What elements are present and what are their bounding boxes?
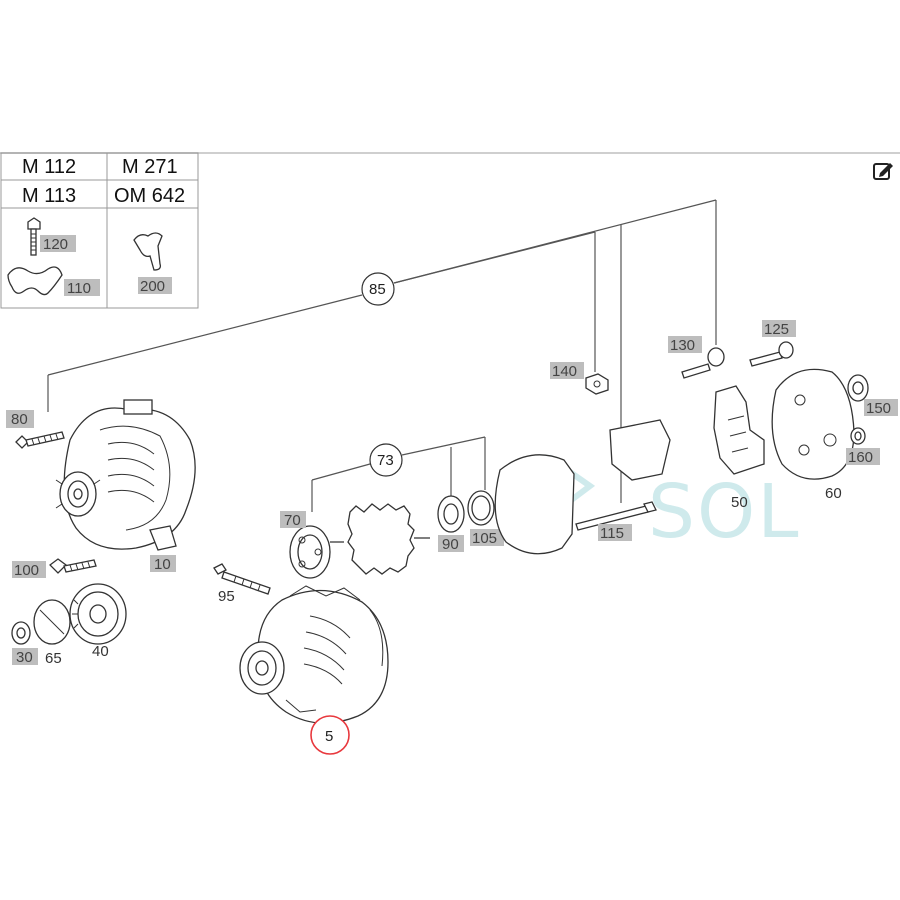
bearing-90-icon <box>437 495 465 533</box>
label-90: 90 <box>442 536 459 553</box>
label-bg-160 <box>846 448 880 465</box>
screw-130-icon <box>681 347 725 379</box>
nut-150-icon <box>847 374 869 402</box>
label-bg-30 <box>12 648 38 665</box>
label-105: 105 <box>472 530 497 547</box>
label-95: 95 <box>218 588 235 605</box>
engine-m112: M 112 <box>22 156 76 178</box>
connector-housing-icon <box>609 419 671 481</box>
label-30: 30 <box>16 649 33 666</box>
alternator-10-illustration <box>55 399 196 551</box>
label-bg-140 <box>550 362 584 379</box>
label-bg-10 <box>150 555 176 572</box>
label-150: 150 <box>866 400 891 417</box>
label-bg-80 <box>6 410 34 428</box>
ring-105-icon <box>467 490 495 526</box>
rear-cover-60-icon <box>771 368 855 480</box>
label-50: 50 <box>731 494 748 511</box>
regulator-50-icon <box>713 385 765 475</box>
label-bg-125 <box>762 320 796 337</box>
label-10: 10 <box>154 556 171 573</box>
label-130: 130 <box>670 337 695 354</box>
label-110: 110 <box>67 280 91 297</box>
svg-text:5: 5 <box>325 728 333 745</box>
clip-110-icon <box>7 266 63 296</box>
bolt-100-icon <box>49 558 97 574</box>
edit-square-icon[interactable] <box>873 163 893 180</box>
engine-m271: M 271 <box>122 156 178 178</box>
alternator-5-illustration <box>239 585 389 724</box>
label-100: 100 <box>14 562 39 579</box>
engine-om642: OM 642 <box>114 185 185 207</box>
label-40: 40 <box>92 643 109 660</box>
label-bg-120 <box>40 235 76 252</box>
engine-table: M 112 M 271 M 113 OM 642 120 110 200 <box>0 152 199 309</box>
label-115: 115 <box>600 525 624 542</box>
rotor-icon <box>330 503 430 575</box>
bolt-80-icon <box>15 431 65 449</box>
label-80: 80 <box>11 411 28 428</box>
pulley-40-icon <box>69 583 127 645</box>
svg-text:85: 85 <box>369 281 386 298</box>
label-bg-100 <box>12 561 46 578</box>
callout-85: 85 <box>361 272 395 306</box>
engine-m113: M 113 <box>22 185 76 207</box>
nut-30-icon <box>11 621 31 645</box>
stud-95-icon <box>213 563 271 595</box>
label-160: 160 <box>848 449 873 466</box>
callout-73-leaders <box>311 436 486 512</box>
label-70: 70 <box>284 512 301 529</box>
label-bg-105 <box>470 529 504 546</box>
nut-160-icon <box>850 427 866 445</box>
bolt-120-icon <box>27 217 41 256</box>
label-bg-90 <box>438 535 464 552</box>
label-bg-130 <box>668 336 702 353</box>
label-bg-70 <box>280 511 306 528</box>
label-65: 65 <box>45 650 62 667</box>
callout-5-highlight[interactable]: 5 <box>310 715 350 755</box>
watermark-text: SOL <box>648 469 800 555</box>
callout-73: 73 <box>369 443 403 477</box>
label-200: 200 <box>140 278 165 295</box>
bracket-200-icon <box>133 232 163 271</box>
label-bg-115 <box>598 524 632 541</box>
cap-65-icon <box>33 599 71 645</box>
label-125: 125 <box>764 321 789 338</box>
label-120: 120 <box>43 236 68 253</box>
screw-140-icon <box>585 373 609 395</box>
svg-text:73: 73 <box>377 452 394 469</box>
label-bg-200 <box>138 277 172 294</box>
label-60: 60 <box>825 485 842 502</box>
bearing-70-icon <box>289 525 331 579</box>
end-housing-icon <box>494 454 575 555</box>
screw-125-icon <box>749 341 794 367</box>
label-bg-150 <box>864 399 898 416</box>
label-bg-110 <box>64 279 100 296</box>
label-140: 140 <box>552 363 577 380</box>
screw-115-icon <box>575 501 657 531</box>
